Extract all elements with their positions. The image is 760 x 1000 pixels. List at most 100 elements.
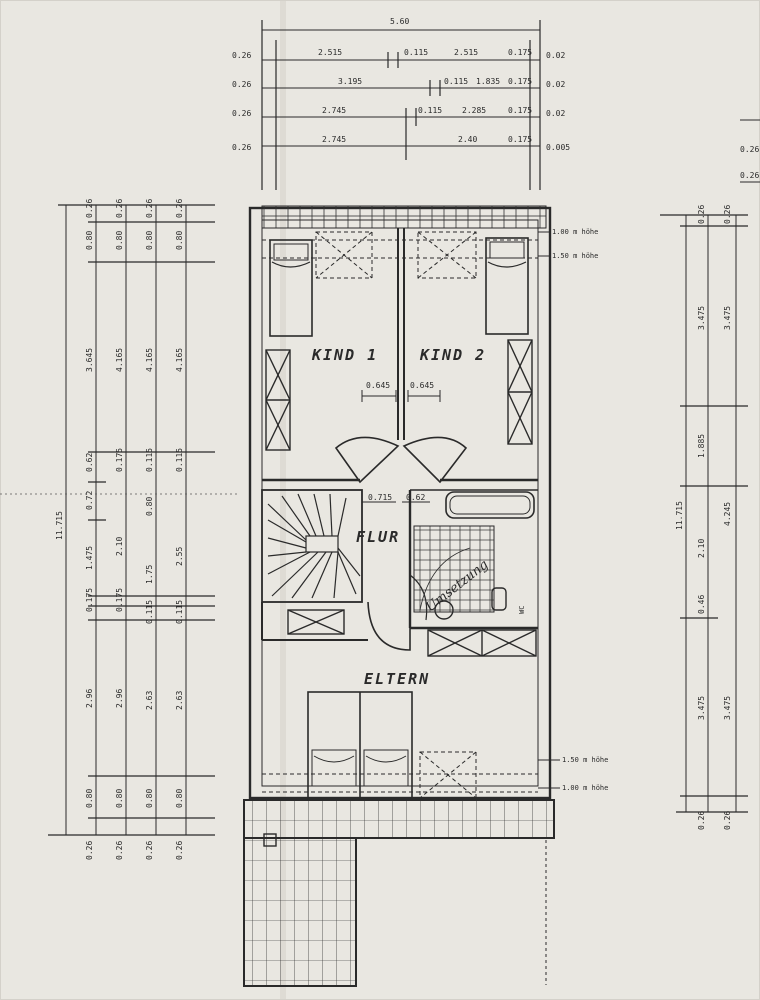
dim-label: 4.165: [115, 348, 124, 372]
dim-total-width: 5.60: [390, 17, 409, 26]
dim-label: 0.02: [546, 80, 565, 89]
dim-label: 1.475: [85, 546, 94, 570]
dim-label: 0.62: [406, 493, 425, 502]
dim-label: 0.02: [546, 51, 565, 60]
dim-label: 2.96: [85, 689, 94, 708]
dim-label: 0.26: [697, 205, 706, 224]
dim-label: 0.26: [175, 841, 184, 860]
right-dimension-chains: [660, 119, 760, 813]
wall-height-note: 1.00 m höhe: [552, 228, 598, 236]
dim-label: 4.245: [723, 502, 732, 526]
dim-label: 2.63: [175, 691, 184, 710]
dim-label: 2.10: [115, 537, 124, 556]
dim-label: 0.26: [175, 199, 184, 218]
dim-label: 2.515: [454, 48, 478, 57]
left-dimension-labels: 11.715 0.26 0.80 3.645 0.62 0.72 1.475 0…: [55, 199, 184, 860]
dim-label: 1.75: [145, 565, 154, 584]
dim-label: 2.40: [458, 135, 477, 144]
dim-label: 0.80: [145, 497, 154, 516]
dim-label: 0.26: [232, 80, 251, 89]
dim-label: 0.80: [175, 789, 184, 808]
dim-label: 0.26: [145, 199, 154, 218]
dim-label: 0.115: [418, 106, 442, 115]
right-dimension-labels: 11.715 0.26 3.475 1.885 2.10 0.46 3.475 …: [675, 145, 759, 830]
dim-label: 0.26: [145, 841, 154, 860]
room-label-flur: FLUR: [356, 528, 400, 546]
dim-label: 0.26: [740, 145, 759, 154]
dim-label: 0.115: [145, 448, 154, 472]
dim-label: 1.885: [697, 434, 706, 458]
dim-label: 0.26: [232, 109, 251, 118]
dim-label: 2.285: [462, 106, 486, 115]
dim-label: 0.80: [145, 231, 154, 250]
dim-label: 0.175: [115, 448, 124, 472]
dim-label: 0.26: [115, 199, 124, 218]
room-label-kind2: KIND 2: [419, 346, 486, 364]
dim-label: 0.26: [85, 841, 94, 860]
dim-label: 3.195: [338, 77, 362, 86]
dim-label: 0.80: [85, 789, 94, 808]
dim-label: 0.175: [508, 48, 532, 57]
dim-label: 0.175: [115, 588, 124, 612]
dim-label: 4.165: [175, 348, 184, 372]
wall-height-note: 1.00 m höhe: [562, 784, 608, 792]
dim-label: 0.645: [410, 381, 434, 390]
dim-label: 4.165: [145, 348, 154, 372]
dim-label: 0.46: [697, 595, 706, 614]
building-walls: [248, 205, 552, 800]
dim-label: 0.26: [232, 143, 251, 152]
dim-label: 0.115: [175, 448, 184, 472]
dim-label: 3.475: [723, 306, 732, 330]
dim-label: 0.62: [85, 453, 94, 472]
dim-label: 0.26: [723, 205, 732, 224]
dim-total-height: 11.715: [55, 511, 64, 540]
wall-height-note: 1.50 m höhe: [562, 756, 608, 764]
left-dimension-chains: [48, 204, 215, 836]
kind-doors: [334, 390, 468, 484]
dim-label: 3.475: [723, 696, 732, 720]
dim-label: 0.26: [723, 811, 732, 830]
dim-label: 2.55: [175, 547, 184, 566]
wall-height-note: 1.50 m höhe: [552, 252, 598, 260]
dim-label: 3.475: [697, 306, 706, 330]
dim-label: 0.715: [368, 493, 392, 502]
dim-label: 2.63: [145, 691, 154, 710]
skylights: [262, 231, 538, 799]
dim-label: 1.835: [476, 77, 500, 86]
dim-label: 0.02: [546, 109, 565, 118]
room-label-kind1: KIND 1: [311, 346, 378, 364]
dim-label: 0.115: [145, 600, 154, 624]
dim-label: 0.26: [697, 811, 706, 830]
dim-label: 0.175: [508, 77, 532, 86]
dim-label: 0.80: [175, 231, 184, 250]
dim-total-height: 11.715: [675, 501, 684, 530]
dim-label: 0.80: [115, 789, 124, 808]
dim-label: 0.26: [85, 199, 94, 218]
paper-fold: [280, 0, 286, 1000]
dim-label: 0.26: [232, 51, 251, 60]
bed-kind-2: [485, 237, 529, 335]
dim-label: 2.745: [322, 135, 346, 144]
dim-label: 2.96: [115, 689, 124, 708]
dim-label: 0.175: [508, 135, 532, 144]
staircase: [267, 493, 361, 599]
wardrobes: [265, 339, 537, 657]
dim-label: 0.115: [444, 77, 468, 86]
dim-label: 0.115: [175, 600, 184, 624]
dim-label: 0.645: [366, 381, 390, 390]
dim-label: 0.175: [85, 588, 94, 612]
dim-label: 0.80: [85, 231, 94, 250]
dim-label: 0.115: [404, 48, 428, 57]
dim-label: 2.515: [318, 48, 342, 57]
bed-eltern: [307, 691, 413, 799]
lower-roof: [243, 799, 555, 987]
dim-label: 0.80: [115, 231, 124, 250]
bathroom: [413, 491, 535, 620]
dim-label: 0.80: [145, 789, 154, 808]
dim-label: 0.26: [740, 171, 759, 180]
top-dimension-chains: [261, 20, 541, 190]
dim-label: 2.10: [697, 539, 706, 558]
dim-label: 3.645: [85, 348, 94, 372]
room-label-eltern: ELTERN: [364, 670, 430, 688]
